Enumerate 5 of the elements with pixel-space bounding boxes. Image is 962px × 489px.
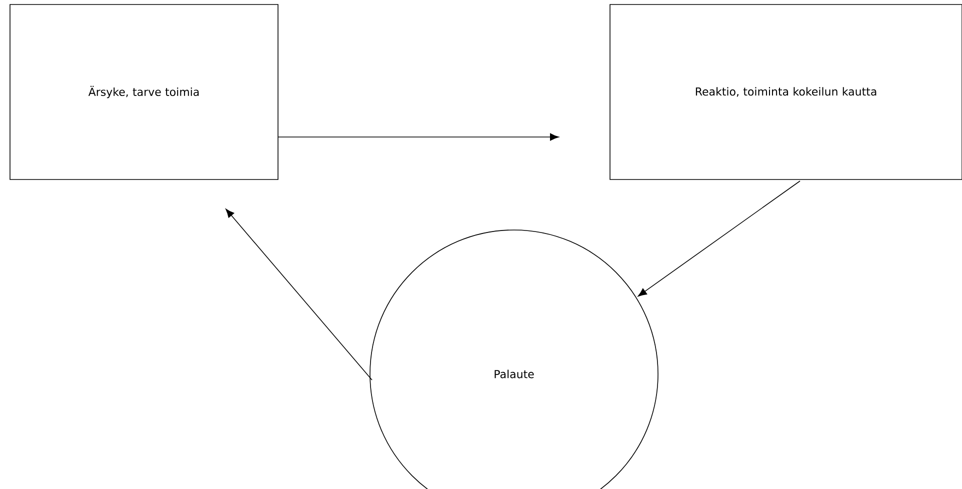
arrow xyxy=(278,133,559,141)
process-box: Ärsyke, tarve toimia xyxy=(10,4,278,180)
arrow xyxy=(638,180,800,296)
arrow xyxy=(226,208,372,380)
process-box: Reaktio, toiminta kokeilun kautta xyxy=(610,4,962,180)
